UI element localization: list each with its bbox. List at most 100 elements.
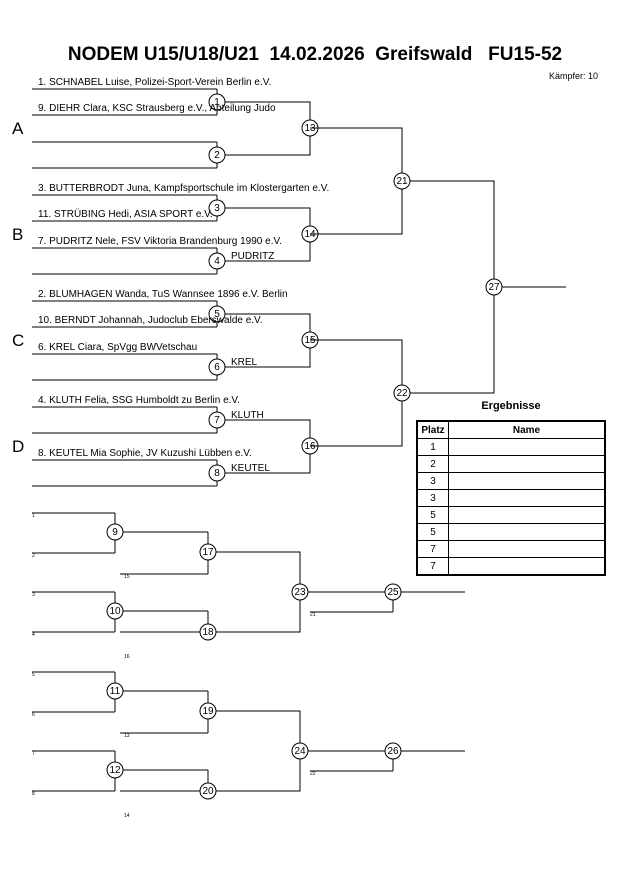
fighter-name: 2. BLUMHAGEN Wanda, TuS Wannsee 1896 e.V… bbox=[38, 289, 288, 300]
results-row: 3 bbox=[416, 489, 606, 507]
advancing-fighter: KEUTEL bbox=[231, 463, 270, 474]
match-node bbox=[208, 146, 226, 164]
results-place: 7 bbox=[416, 540, 449, 558]
match-node bbox=[291, 742, 309, 760]
results-place: 3 bbox=[416, 489, 449, 507]
match-node bbox=[199, 543, 217, 561]
results-name bbox=[448, 523, 606, 541]
match-number: 26 bbox=[387, 746, 399, 757]
bracket-line bbox=[310, 339, 403, 447]
match-number: 8 bbox=[214, 468, 220, 479]
match-number: 11 bbox=[110, 686, 121, 697]
results-place: 1 bbox=[416, 438, 449, 456]
entry-reference: 1 bbox=[32, 513, 35, 519]
entry-reference: 13 bbox=[124, 733, 130, 739]
fighter-name: 9. DIEHR Clara, KSC Strausberg e.V., Abt… bbox=[38, 103, 276, 114]
advancing-fighter: KLUTH bbox=[231, 410, 264, 421]
results-row: 1 bbox=[416, 438, 606, 456]
entry-reference: 14 bbox=[124, 813, 130, 819]
match-number: 10 bbox=[109, 606, 121, 617]
entry-reference: 5 bbox=[32, 672, 35, 678]
results-name bbox=[448, 557, 606, 576]
results-row: 7 bbox=[416, 557, 606, 576]
entry-reference: 22 bbox=[310, 771, 316, 777]
match-node bbox=[106, 761, 124, 779]
bracket-line bbox=[310, 127, 403, 235]
advancing-fighter: PUDRITZ bbox=[231, 251, 274, 262]
results-name bbox=[448, 438, 606, 456]
results-place: 7 bbox=[416, 557, 449, 576]
match-number: 7 bbox=[214, 415, 220, 426]
match-node bbox=[384, 742, 402, 760]
entry-reference: 16 bbox=[124, 654, 130, 660]
fighter-name: 3. BUTTERBRODT Juna, Kampfsportschule im… bbox=[38, 183, 329, 194]
match-node bbox=[485, 278, 503, 296]
match-node bbox=[208, 252, 226, 270]
match-number: 18 bbox=[202, 627, 214, 638]
page-title: NODEM U15/U18/U21 14.02.2026 Greifswald … bbox=[67, 44, 563, 65]
fighter-name: 11. STRÜBING Hedi, ASIA SPORT e.V. bbox=[38, 208, 213, 220]
bracket-line bbox=[402, 180, 495, 394]
match-node bbox=[106, 682, 124, 700]
results-row: 3 bbox=[416, 472, 606, 490]
match-number: 19 bbox=[202, 706, 214, 717]
results-header-name: Name bbox=[448, 420, 606, 439]
match-number: 22 bbox=[396, 388, 408, 399]
bracket-line bbox=[208, 710, 301, 792]
match-number: 1 bbox=[214, 97, 220, 108]
results-name bbox=[448, 540, 606, 558]
results-place: 3 bbox=[416, 472, 449, 490]
entry-reference: 4 bbox=[32, 632, 35, 638]
fighter-name: 7. PUDRITZ Nele, FSV Viktoria Brandenbur… bbox=[38, 236, 282, 247]
fighter-name: 10. BERNDT Johannah, Judoclub Eberswalde… bbox=[38, 315, 263, 326]
match-number: 2 bbox=[214, 150, 220, 161]
match-node bbox=[208, 464, 226, 482]
results-row: 5 bbox=[416, 506, 606, 524]
fighter-name: 1. SCHNABEL Luise, Polizei-Sport-Verein … bbox=[38, 77, 271, 88]
match-number: 6 bbox=[214, 362, 220, 373]
advancing-fighter: KREL bbox=[231, 357, 258, 368]
match-number: 24 bbox=[294, 746, 306, 757]
match-node bbox=[199, 623, 217, 641]
match-node bbox=[208, 305, 226, 323]
match-number: 9 bbox=[112, 527, 118, 538]
fighter-name: 6. KREL Ciara, SpVgg BWVetschau bbox=[38, 342, 197, 353]
results-place: 5 bbox=[416, 523, 449, 541]
results-row: 2 bbox=[416, 455, 606, 473]
match-node bbox=[208, 411, 226, 429]
match-number: 4 bbox=[214, 256, 220, 267]
results-header-row: Platz Name bbox=[416, 420, 606, 439]
entry-reference: 21 bbox=[310, 612, 316, 618]
match-node bbox=[106, 602, 124, 620]
fighter-name: 8. KEUTEL Mia Sophie, JV Kuzushi Lübben … bbox=[38, 448, 252, 459]
entry-reference: 6 bbox=[32, 712, 35, 718]
bracket-line bbox=[208, 551, 301, 633]
results-name bbox=[448, 506, 606, 524]
match-number: 17 bbox=[202, 547, 214, 558]
match-node bbox=[208, 358, 226, 376]
match-node bbox=[393, 384, 411, 402]
match-node bbox=[199, 782, 217, 800]
match-node bbox=[106, 523, 124, 541]
match-number: 27 bbox=[488, 282, 500, 293]
fighter-name: 4. KLUTH Felia, SSG Humboldt zu Berlin e… bbox=[38, 395, 240, 406]
match-number: 3 bbox=[214, 203, 220, 214]
match-number: 23 bbox=[294, 587, 306, 598]
match-node bbox=[384, 583, 402, 601]
entry-reference: 7 bbox=[32, 751, 35, 757]
results-name bbox=[448, 455, 606, 473]
pool-label: A bbox=[12, 119, 24, 138]
results-place: 5 bbox=[416, 506, 449, 524]
pool-label: B bbox=[12, 225, 23, 244]
fighters-count: Kämpfer: 10 bbox=[548, 71, 598, 81]
match-number: 5 bbox=[214, 309, 220, 320]
match-number: 12 bbox=[109, 765, 121, 776]
entry-reference: 8 bbox=[32, 791, 35, 797]
results-place: 2 bbox=[416, 455, 449, 473]
results-title: Ergebnisse bbox=[481, 400, 541, 412]
pool-label: D bbox=[12, 437, 24, 456]
match-node bbox=[208, 199, 226, 217]
match-node bbox=[291, 583, 309, 601]
